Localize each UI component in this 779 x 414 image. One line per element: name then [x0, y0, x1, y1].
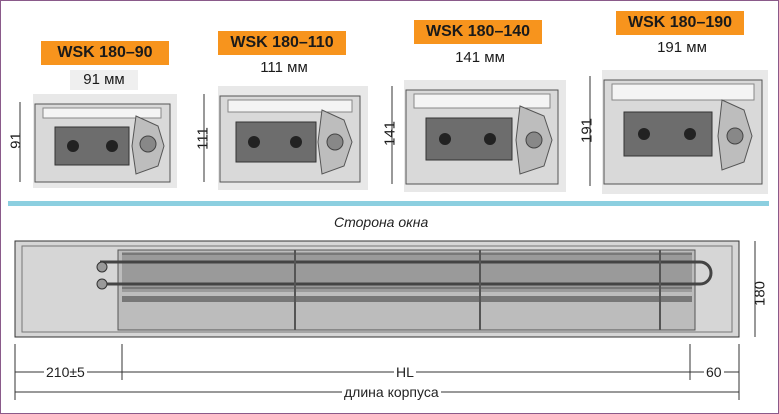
model-label-2: WSK 180–110	[218, 31, 346, 55]
plan-view-drawing	[14, 240, 756, 400]
separator-bar	[8, 201, 769, 206]
model-height-4: 191 мм	[657, 39, 707, 56]
dim-hl: HL	[394, 364, 416, 380]
section-drawing-2	[203, 86, 368, 190]
dim-housing-length: длина корпуса	[342, 384, 441, 400]
model-label-4: WSK 180–190	[616, 11, 744, 35]
model-label-1: WSK 180–90	[41, 41, 169, 65]
section-drawing-3	[391, 80, 566, 192]
section-drawing-4	[589, 70, 768, 194]
heat-exchanger-fins	[122, 252, 692, 292]
dim-offset-right: 60	[704, 364, 724, 380]
model-label-3: WSK 180–140	[414, 20, 542, 44]
model-height-1: 91 мм	[70, 70, 138, 90]
section-drawing-1	[19, 94, 177, 188]
model-height-2: 111 мм	[260, 59, 308, 76]
window-side-caption: Сторона окна	[334, 214, 429, 230]
model-height-3: 141 мм	[455, 49, 505, 66]
dim-offset-left: 210±5	[44, 364, 87, 380]
dim-width: 180	[751, 280, 769, 307]
